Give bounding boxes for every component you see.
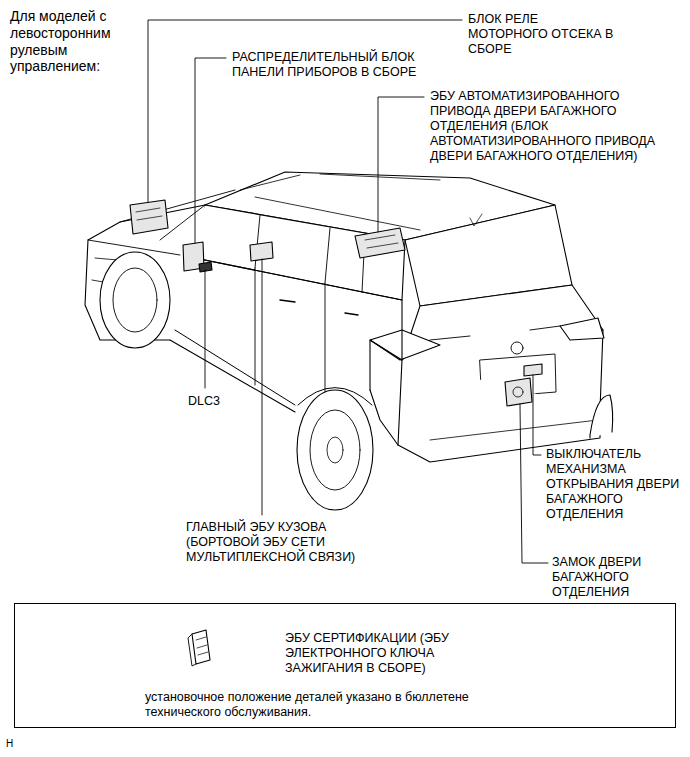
connector-label: DLC3 (188, 394, 248, 409)
callout-label: РАСПРЕДЕЛИТЕЛЬНЫЙ БЛОК ПАНЕЛИ ПРИБОРОВ В… (232, 50, 444, 80)
callout-label: ЗАМОК ДВЕРИ БАГАЖНОГО ОТДЕЛЕНИЯ (552, 555, 662, 600)
callout-label: ЭБУ АВТОМАТИЗИРОВАННОГО ПРИВОДА ДВЕРИ БА… (430, 89, 668, 164)
callout-label: ГЛАВНЫЙ ЭБУ КУЗОВА (БОРТОВОЙ ЭБУ СЕТИ МУ… (186, 520, 376, 565)
component-legend-text: ЭБУ СЕРТИФИКАЦИИ (ЭБУ ЭЛЕКТРОННОГО КЛЮЧА… (285, 631, 485, 676)
note-box: ЭБУ СЕРТИФИКАЦИИ (ЭБУ ЭЛЕКТРОННОГО КЛЮЧА… (14, 603, 676, 728)
callout-label: БЛОК РЕЛЕ МОТОРНОГО ОТСЕКА В СБОРЕ (468, 12, 618, 57)
heading-note: Для моделей с левосторонним рулевым упра… (10, 8, 126, 75)
callout-label: ВЫКЛЮЧАТЕЛЬ МЕХАНИЗМА ОТКРЫВАНИЯ ДВЕРИ Б… (546, 447, 682, 522)
note-text: установочное положение деталей указано в… (145, 690, 525, 720)
figure-code: H (6, 738, 36, 750)
